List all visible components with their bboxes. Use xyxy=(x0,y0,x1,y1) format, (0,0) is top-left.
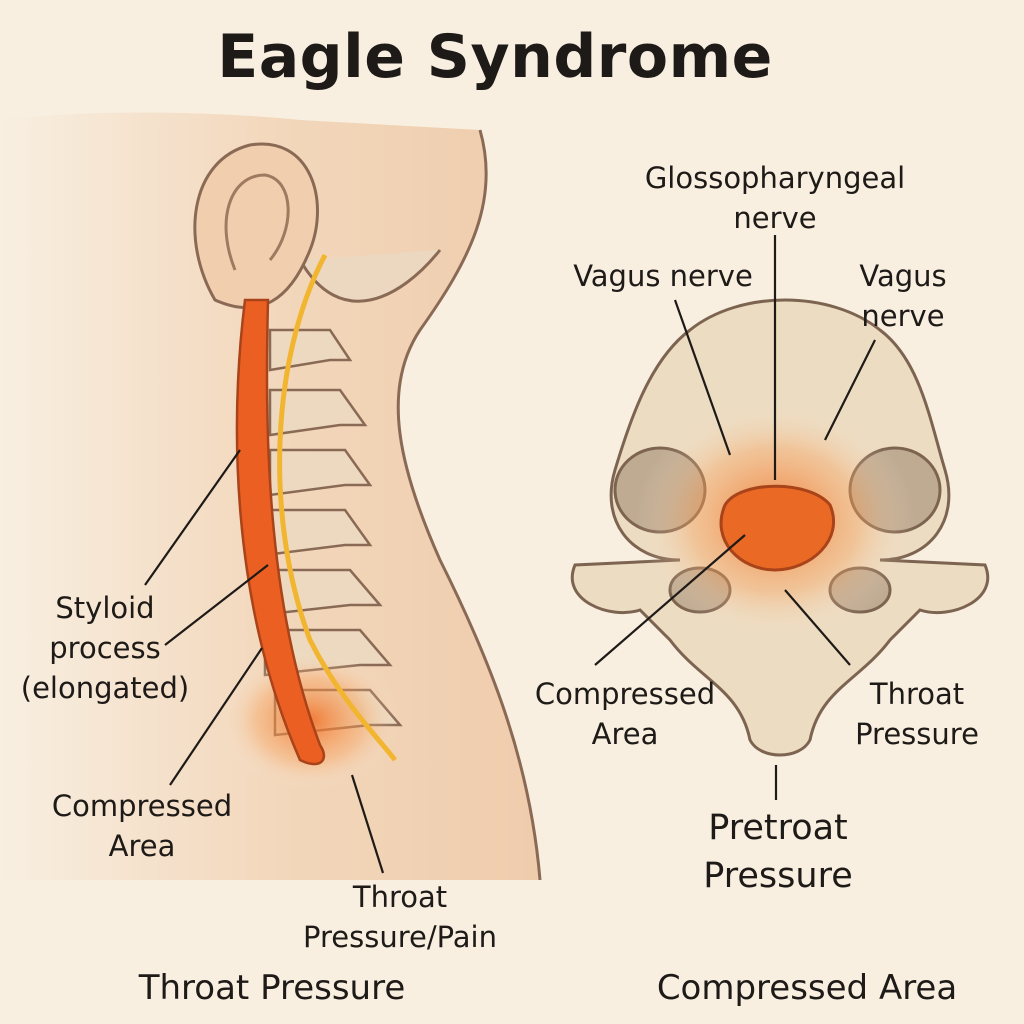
label-line: (elongated) xyxy=(20,671,190,705)
label-line: process xyxy=(49,631,161,665)
label-line: Pressure/Pain xyxy=(303,920,497,954)
leader-lines xyxy=(144,235,876,874)
label-line: Area xyxy=(591,717,659,751)
label-line: Pressure xyxy=(703,856,853,896)
nerve xyxy=(277,253,397,762)
label-line: Throat xyxy=(352,880,448,914)
label-line: Pressure xyxy=(855,717,979,751)
ear xyxy=(193,142,319,310)
label-glossopharyngeal-nerve: Glossopharyngeal nerve xyxy=(645,158,905,238)
label-line: Vagus xyxy=(859,259,947,293)
label-compressed-area-right: Compressed Area xyxy=(535,674,715,754)
styloid-process xyxy=(235,298,326,766)
label-line: Styloid xyxy=(55,591,155,625)
label-pretroat-pressure: Pretroat Pressure xyxy=(703,804,852,900)
label-styloid-process: Styloid process (elongated) xyxy=(21,588,189,708)
label-throat-pressure-pain: Throat Pressure/Pain xyxy=(303,877,497,957)
vertebra-cross-section xyxy=(571,298,989,757)
label-throat-pressure: Throat Pressure xyxy=(855,674,979,754)
label-line: Area xyxy=(108,829,176,863)
neck-side-view xyxy=(0,112,542,881)
caption-left: Throat Pressure xyxy=(138,968,406,1008)
label-vagus-nerve-right: Vagus nerve xyxy=(859,256,946,336)
label-line: Compressed xyxy=(51,789,233,823)
label-line: nerve xyxy=(861,299,945,333)
label-line: Compressed xyxy=(534,677,716,711)
label-compressed-area-left: Compressed Area xyxy=(52,786,232,866)
page-title: Eagle Syndrome xyxy=(217,22,773,92)
caption-right: Compressed Area xyxy=(656,968,958,1008)
label-vagus-nerve-left: Vagus nerve xyxy=(573,259,753,293)
label-line: Glossopharyngeal xyxy=(644,161,906,195)
label-line: Pretroat xyxy=(708,808,848,848)
label-line: Throat xyxy=(869,677,965,711)
label-line: nerve xyxy=(733,201,817,235)
compressed-area xyxy=(719,484,836,572)
